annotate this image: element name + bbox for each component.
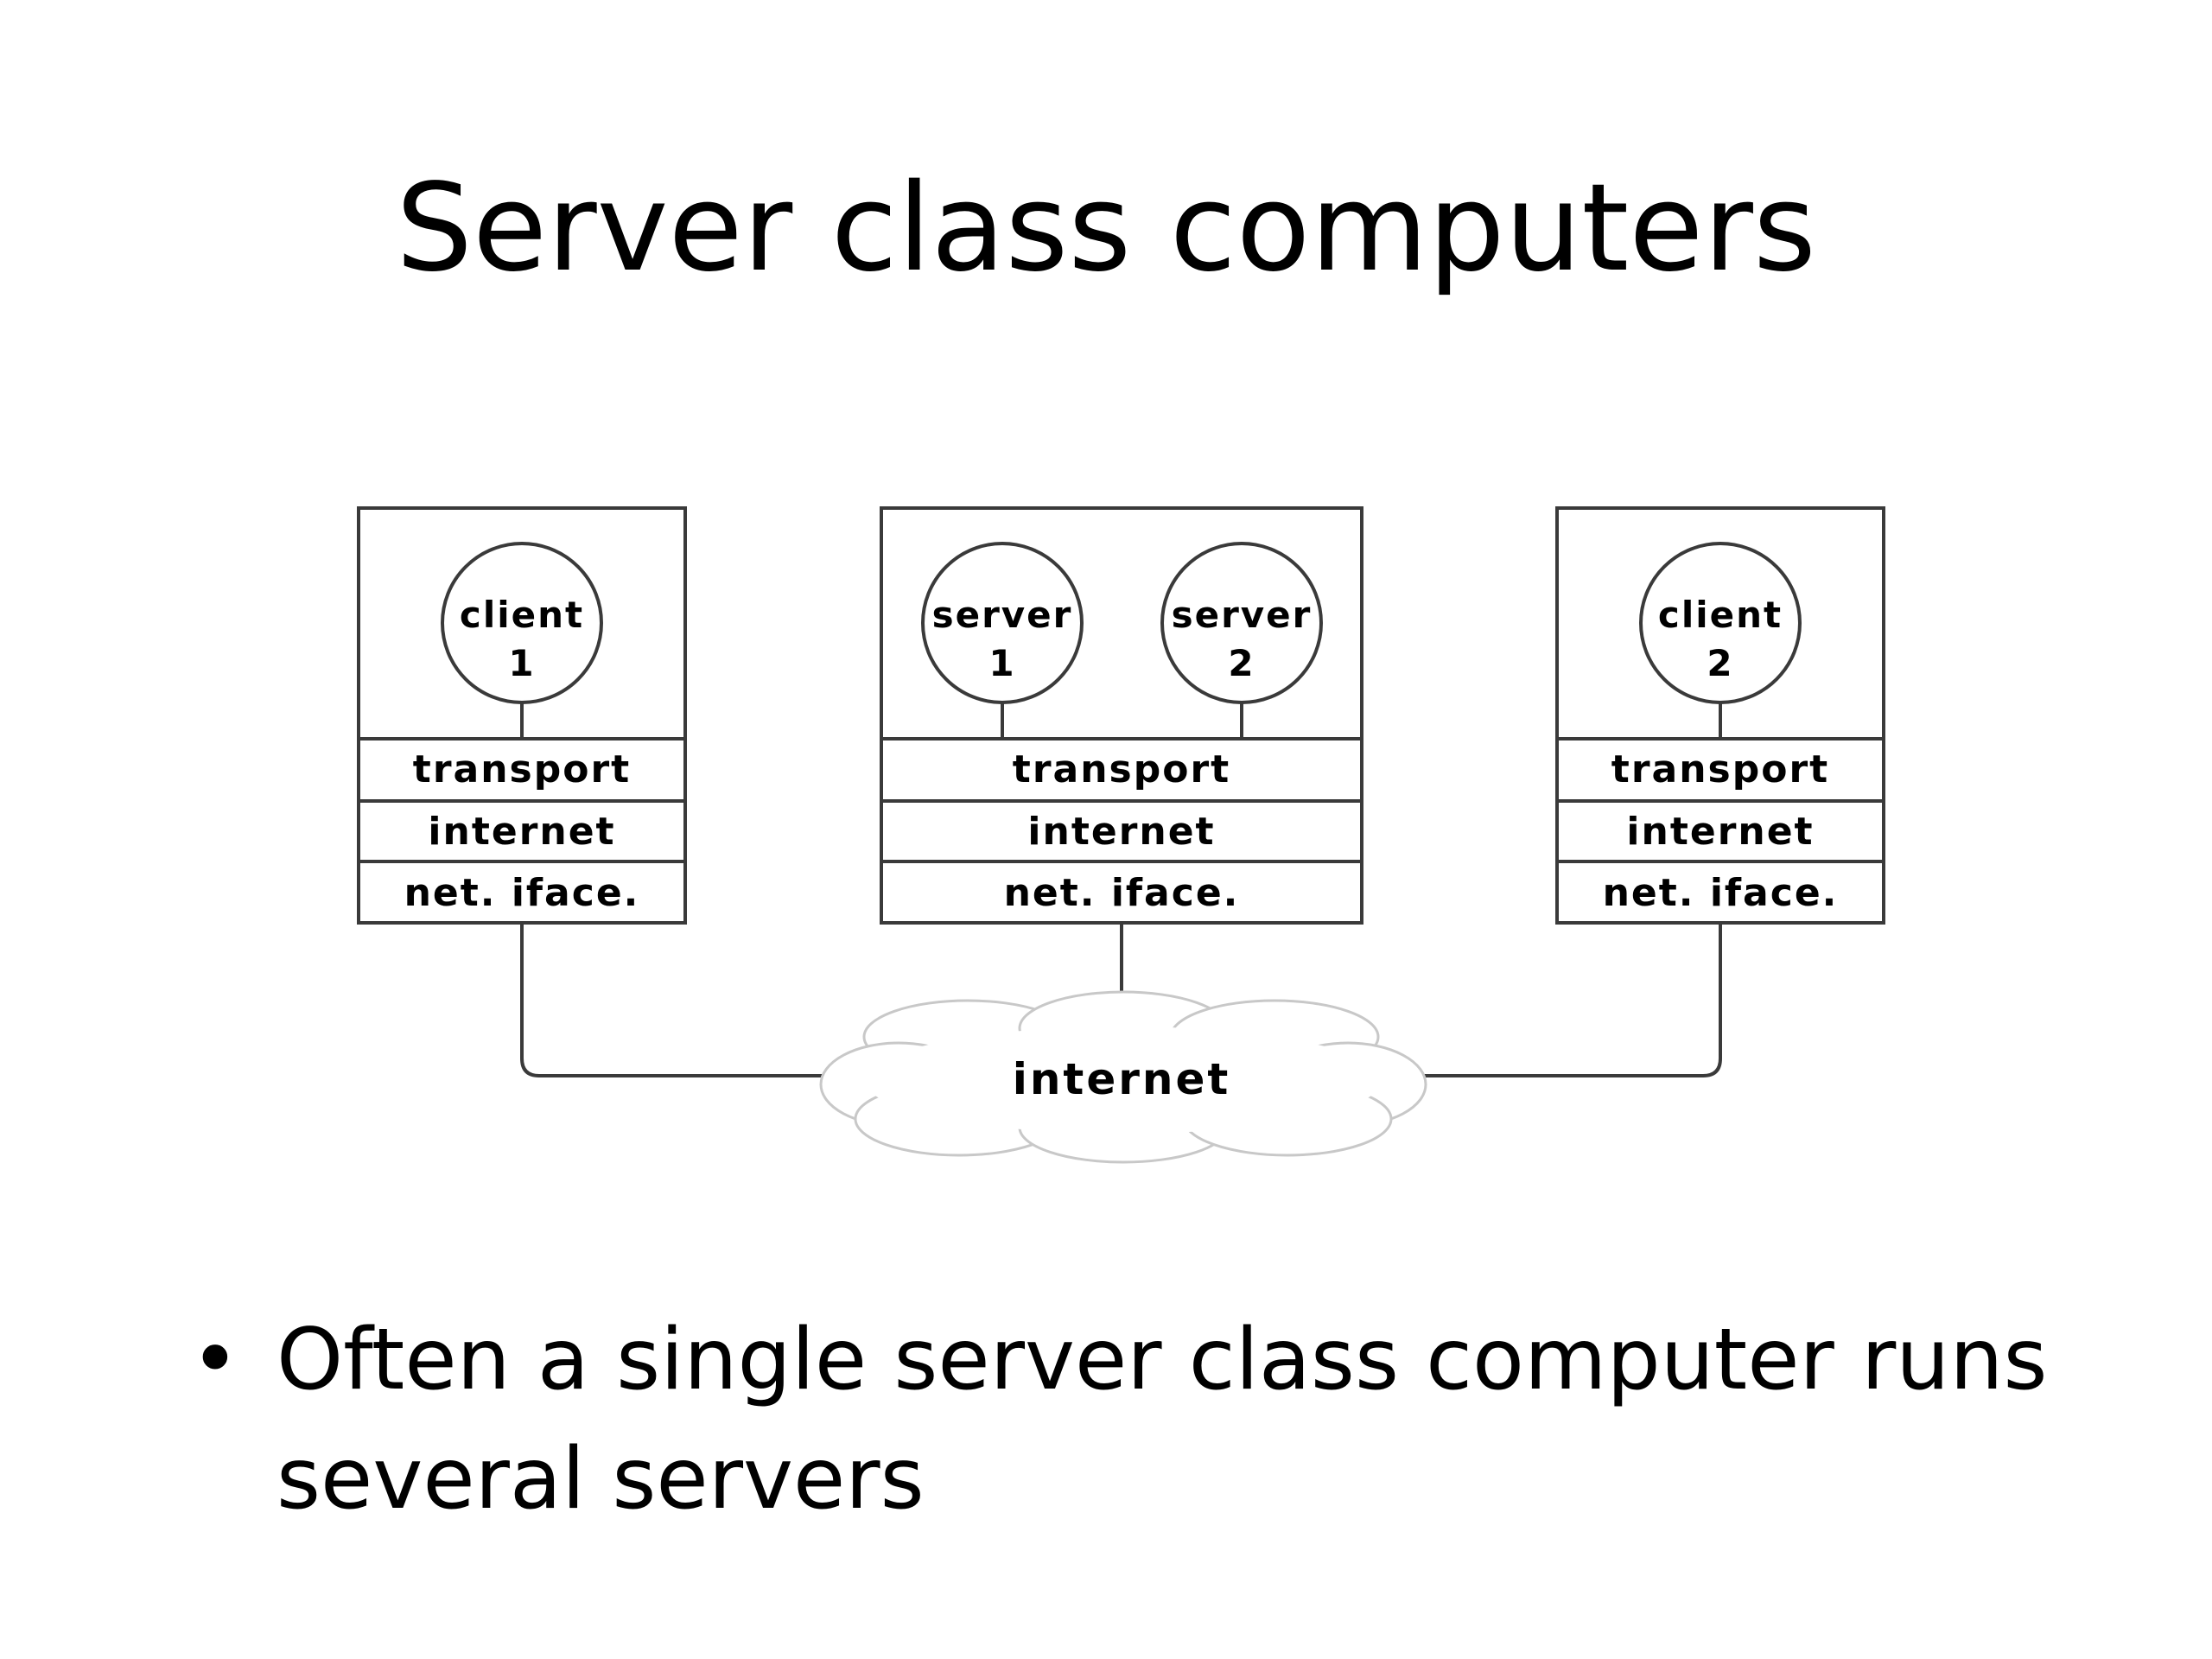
layer-net-iface: net. iface.: [1603, 871, 1839, 915]
layer-net-iface: net. iface.: [404, 871, 640, 915]
layer-internet: internet: [1626, 810, 1814, 854]
bullet-list: • Often a single server class computer r…: [190, 1300, 2048, 1539]
layer-net-iface: net. iface.: [1004, 871, 1240, 915]
bullet-text: Often a single server class computer run…: [276, 1311, 2048, 1529]
link-client-1: [520, 923, 830, 1077]
bullet-dot-icon: •: [190, 1311, 240, 1409]
layer-internet: internet: [428, 810, 615, 854]
layer-internet: internet: [1027, 810, 1215, 854]
app-label-client-2-line2: 2: [1707, 642, 1733, 684]
cloud-label: internet: [1013, 1054, 1231, 1104]
slide-title: Server class computers: [396, 158, 1816, 299]
app-label-server-1-line2: 1: [988, 642, 1015, 684]
layer-transport: transport: [413, 747, 631, 791]
layer-transport: transport: [1611, 747, 1829, 791]
app-label-client-1-line1: client: [460, 594, 584, 636]
app-label-client-2-line1: client: [1658, 594, 1783, 636]
link-client-2: [1417, 923, 1722, 1077]
app-label-server-2-line1: server: [1172, 594, 1313, 636]
bullet-item: • Often a single server class computer r…: [190, 1300, 2048, 1539]
app-label-server-1-line1: server: [932, 594, 1073, 636]
layer-transport: transport: [1013, 747, 1230, 791]
internet-cloud: [819, 990, 1427, 1164]
app-label-client-1-line2: 1: [508, 642, 535, 684]
app-label-server-2-line2: 2: [1228, 642, 1255, 684]
